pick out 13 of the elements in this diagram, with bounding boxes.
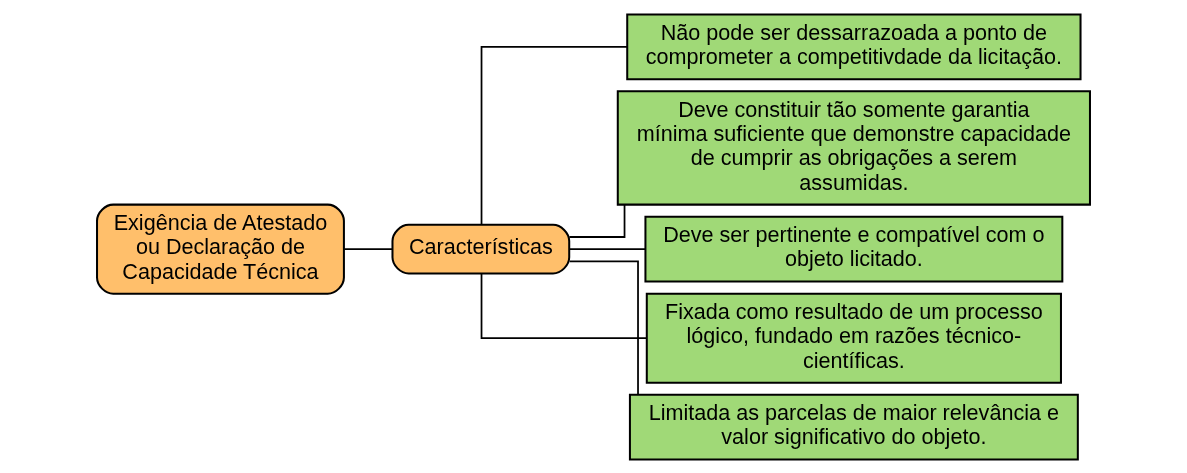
node-box: Deve ser pertinente e compatível com o objeto licitado. bbox=[644, 215, 1064, 283]
connector bbox=[568, 247, 647, 250]
node-box: Deve constituir tão somente garantia mínima suficiente que demonstre capacidade de cumprir as obrigações a serem assumidas. bbox=[616, 89, 1091, 206]
node-box: Exigência de Atestado ou Declaração de Capacidade Técnica bbox=[96, 203, 345, 295]
connector bbox=[480, 272, 648, 339]
connector bbox=[568, 259, 639, 396]
node-box: Características bbox=[391, 223, 571, 274]
connector bbox=[343, 247, 394, 250]
node-box: Limitada as parcelas de maior relevância e valor significativo do objeto. bbox=[628, 393, 1079, 461]
connector bbox=[568, 203, 626, 238]
connector bbox=[480, 45, 628, 226]
node-box: Fixada como resultado de um processo lógico, fundado em razões técnico-científicas. bbox=[645, 292, 1062, 384]
node-box: Não pode ser dessarrazoada a ponto de comprometer a competitivdade da licitação. bbox=[626, 12, 1082, 80]
